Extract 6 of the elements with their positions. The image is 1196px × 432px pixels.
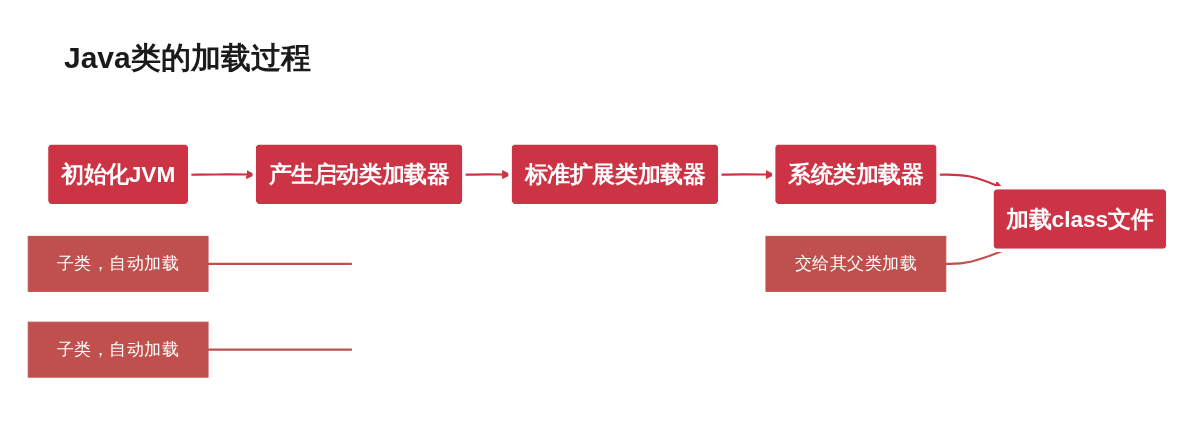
title: Java类的加载过程	[64, 40, 311, 76]
connector	[208, 262, 352, 265]
node-box: 子类，自动加载	[27, 235, 209, 292]
node-box: 交给其父类加载	[765, 235, 947, 292]
connector	[208, 348, 352, 351]
node-box: 子类，自动加载	[27, 321, 209, 378]
